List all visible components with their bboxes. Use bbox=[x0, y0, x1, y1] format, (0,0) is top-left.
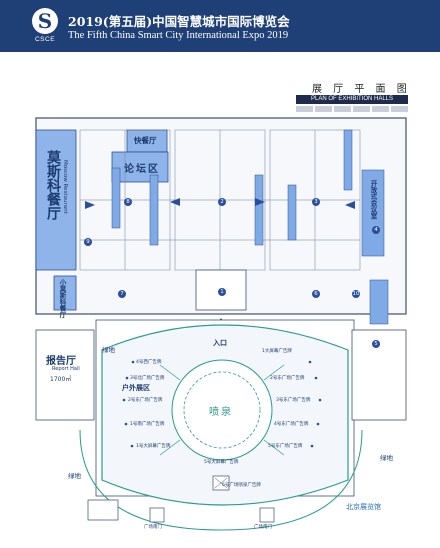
entrance-label: 入口 bbox=[213, 339, 227, 347]
ad-left-2: 3号北广场广告牌 bbox=[130, 376, 165, 381]
hall-number-6: 6 bbox=[312, 290, 320, 298]
expo-title: 2019(第五届)中国智慧城市国际博览会 bbox=[68, 14, 290, 29]
ad-left-3: 2号东广场广告牌 bbox=[128, 398, 163, 403]
fountain-outer bbox=[171, 359, 273, 461]
report-hall-en-label: Report Hall bbox=[52, 366, 80, 372]
moscow-restaurant-block bbox=[35, 129, 77, 271]
plan-title: 展 厅 平 面 图 bbox=[312, 84, 411, 95]
forum-block bbox=[111, 151, 169, 183]
fountain-rays bbox=[159, 364, 285, 456]
outer-ring bbox=[79, 429, 363, 531]
green-bottom-label: 绿地 bbox=[68, 472, 81, 480]
ad-right-3: 3号东广场广告牌 bbox=[276, 398, 311, 403]
ad-right-5: 5号东广场广告牌 bbox=[268, 444, 303, 449]
ad-left-4: 1号南广场广告牌 bbox=[130, 422, 165, 427]
hall-number-4: 4 bbox=[372, 226, 380, 234]
open-meeting-label: 开放式会议室 bbox=[369, 180, 377, 219]
small-restaurant-block bbox=[53, 275, 77, 311]
ad-right-2: 2号东广场广告牌 bbox=[270, 376, 305, 381]
south-gate-right bbox=[259, 507, 275, 523]
blue-corridors bbox=[111, 129, 389, 325]
report-hall-area-label: 1700㎡ bbox=[50, 376, 72, 383]
forum-label: 论坛区 bbox=[124, 164, 160, 175]
report-hall-block bbox=[35, 329, 95, 421]
hall-number-3: 3 bbox=[312, 198, 320, 206]
moscow-restaurant-en-label: Moscow Restaurant bbox=[62, 160, 68, 214]
hall-number-10: 10 bbox=[352, 290, 360, 298]
south-gate-left bbox=[149, 507, 165, 523]
plan-subtitle: PLAN OF EXHIBITION HALLS bbox=[296, 95, 408, 104]
navigation-arrows bbox=[85, 198, 355, 209]
ad-center-2: 6号广场喷泉广告牌 bbox=[222, 483, 261, 488]
fountain-label: 喷泉 bbox=[209, 407, 233, 418]
expo-logo: S CSCE bbox=[28, 8, 62, 46]
hall-number-8: 8 bbox=[124, 198, 132, 206]
report-hall-label: 报告厅 bbox=[46, 356, 76, 367]
fountain-inner bbox=[183, 371, 261, 449]
ad-markers bbox=[122, 360, 322, 448]
logo-s-mark: S bbox=[37, 9, 53, 33]
logo-text: CSCE bbox=[34, 36, 56, 43]
ad-left-5: 1号大屏幕广告牌 bbox=[136, 444, 171, 449]
brand-logo-text: 北京展览馆 bbox=[346, 503, 381, 511]
expo-subtitle: The Fifth China Smart City International… bbox=[68, 30, 289, 41]
ad-left-1: 4号西广告牌 bbox=[136, 360, 162, 365]
green-right-label: 绿地 bbox=[380, 454, 393, 462]
logo-ring bbox=[32, 8, 58, 34]
ad-right-1: 1大屏幕广告牌 bbox=[262, 349, 292, 354]
hall-number-9: 9 bbox=[84, 238, 92, 246]
south-gate-right-label: 广场南门 bbox=[254, 525, 272, 530]
green-left-label: 绿地 bbox=[102, 346, 115, 354]
outdoor-area-label: 户外展区 bbox=[122, 384, 150, 392]
moscow-restaurant-label: 莫斯科餐厅 bbox=[45, 150, 61, 220]
hall-number-7: 7 bbox=[118, 290, 126, 298]
fast-food-label: 快餐厅 bbox=[134, 136, 157, 145]
south-gate-left-label: 广场南门 bbox=[144, 525, 162, 530]
page-header: S CSCE 2019(第五届)中国智慧城市国际博览会 The Fifth Ch… bbox=[0, 0, 440, 52]
southwest-wedge bbox=[87, 499, 119, 521]
small-restaurant-label: 小莫斯科餐厅 bbox=[58, 279, 66, 318]
hall-number-2: 2 bbox=[218, 198, 226, 206]
plan-legend bbox=[296, 106, 408, 112]
hall-number-5: 5 bbox=[372, 340, 380, 348]
hall-number-1: 1 bbox=[218, 288, 226, 296]
ad-right-4: 4号东广场广告牌 bbox=[274, 422, 309, 427]
ad-center-1: 5号大屏幕广告牌 bbox=[204, 460, 239, 465]
